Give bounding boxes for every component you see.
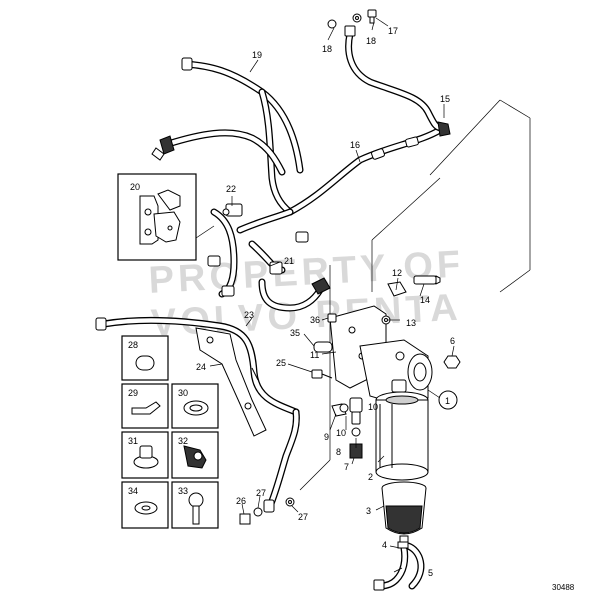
- hose-lower-27: [239, 408, 300, 525]
- callout-8: 8: [336, 447, 341, 457]
- callout-32: 32: [178, 436, 188, 446]
- inset-box-33: [171, 481, 219, 529]
- callout-4: 4: [382, 540, 387, 550]
- callout-25: 25: [276, 358, 286, 368]
- callout-6: 6: [450, 336, 455, 346]
- callout-16: 16: [350, 140, 360, 150]
- frame-lines: [299, 99, 531, 491]
- leader-lines: [209, 17, 455, 573]
- reference-number: 30488: [552, 583, 575, 592]
- callout-18a: 18: [322, 44, 332, 54]
- callout-30: 30: [178, 388, 188, 398]
- callout-27a: 27: [256, 488, 266, 498]
- inset-box-31: [121, 431, 169, 479]
- callout-11: 11: [310, 350, 319, 360]
- plug-6: [443, 355, 461, 369]
- callout-7: 7: [344, 462, 349, 472]
- drain-hose-5: [373, 541, 425, 591]
- callout-18b: 18: [366, 36, 376, 46]
- hose-19: [181, 57, 304, 216]
- callout-10b: 10: [368, 402, 378, 412]
- callout-33: 33: [178, 486, 188, 496]
- hose-16: [286, 126, 444, 216]
- fitting-9-10: [331, 397, 363, 459]
- callout-36: 36: [310, 315, 320, 325]
- filter-head-bracket: [327, 281, 433, 407]
- callout-23: 23: [244, 310, 254, 320]
- callout-29: 29: [128, 388, 138, 398]
- callout-2: 2: [368, 472, 373, 482]
- callout-14: 14: [420, 295, 430, 305]
- callout-22: 22: [226, 184, 236, 194]
- filter-cartridge-2: [375, 391, 429, 481]
- hose-21-22: [207, 203, 331, 312]
- callout-20: 20: [130, 182, 140, 192]
- hose-left-upper: [151, 129, 286, 176]
- callout-9: 9: [324, 432, 329, 442]
- bolt-25: [311, 369, 333, 379]
- callout-35: 35: [290, 328, 300, 338]
- callout-15: 15: [440, 94, 450, 104]
- inset-box-20: [117, 173, 215, 261]
- callout-28: 28: [128, 340, 138, 350]
- inset-box-28: [121, 335, 169, 381]
- callout-12: 12: [392, 268, 402, 278]
- callout-19: 19: [252, 50, 262, 60]
- callout-26: 26: [236, 496, 246, 506]
- callout-circle-1: [438, 390, 458, 410]
- inset-box-32: [171, 431, 219, 479]
- sensor-14: [413, 275, 441, 285]
- sleeve-35: [313, 341, 333, 353]
- callout-10a: 10: [336, 428, 346, 438]
- inset-box-29: [121, 383, 169, 429]
- callout-5: 5: [428, 568, 433, 578]
- callout-1: 1: [445, 396, 450, 406]
- callout-34: 34: [128, 486, 138, 496]
- callout-27b: 27: [298, 512, 308, 522]
- callout-24: 24: [196, 362, 206, 372]
- watermark: PROPERTY OF VOLVO PENTA: [148, 243, 465, 344]
- inset-box-30: [171, 383, 219, 429]
- separator-bowl-3: [381, 481, 427, 547]
- callout-3: 3: [366, 506, 371, 516]
- callout-17: 17: [388, 26, 398, 36]
- inset-box-34: [121, 481, 169, 529]
- callout-21: 21: [284, 256, 294, 266]
- pipe-15: [327, 9, 451, 137]
- callout-31: 31: [128, 436, 138, 446]
- callout-13: 13: [406, 318, 416, 328]
- bracket-24: [195, 327, 267, 437]
- hose-23: [95, 316, 300, 416]
- callout-labels: 1 2 3 4 5 6 7 8 9 10 10 11 12 13 14 15 1…: [128, 26, 455, 578]
